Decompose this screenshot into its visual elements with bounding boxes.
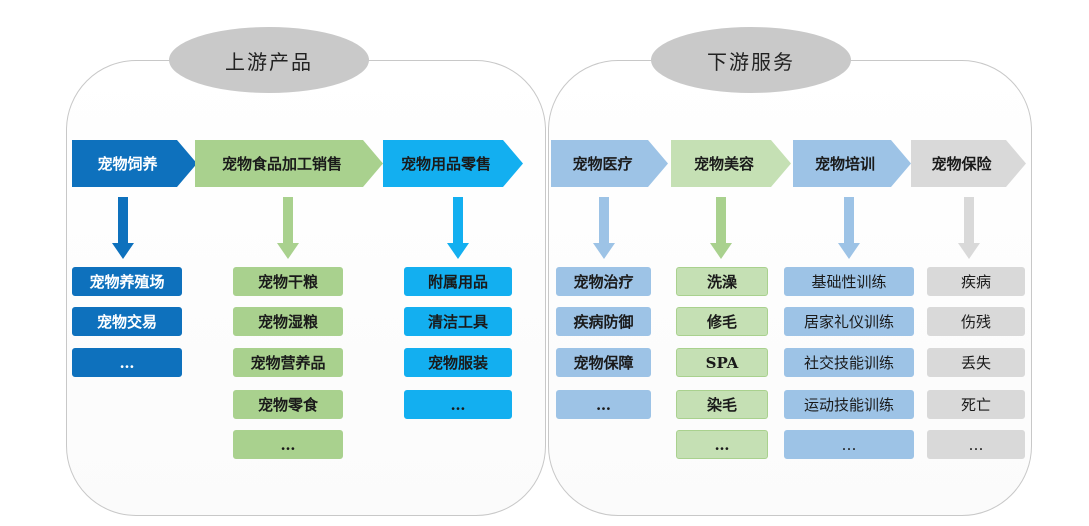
column-2-item: 宠物干粮	[233, 267, 343, 296]
column-5-item: 洗澡	[676, 267, 768, 296]
down-arrow-icon	[112, 197, 134, 259]
down-arrow-icon	[838, 197, 860, 259]
column-1-item: 宠物养殖场	[72, 267, 182, 296]
column-5-item: 修毛	[676, 307, 768, 336]
column-6-item: 社交技能训练	[784, 348, 914, 377]
column-5-item: 染毛	[676, 390, 768, 419]
column-header-5: 宠物美容	[671, 140, 791, 187]
column-header-4: 宠物医疗	[551, 140, 668, 187]
column-header-1: 宠物饲养	[72, 140, 197, 187]
column-7-item: 伤残	[927, 307, 1025, 336]
column-6-item: …	[784, 430, 914, 459]
column-3-item: 清洁工具	[404, 307, 512, 336]
column-2-item: 宠物湿粮	[233, 307, 343, 336]
column-1-item: …	[72, 348, 182, 377]
column-4-item: 宠物治疗	[556, 267, 651, 296]
column-6-item: 居家礼仪训练	[784, 307, 914, 336]
column-4-item: 宠物保障	[556, 348, 651, 377]
column-header-3: 宠物用品零售	[383, 140, 523, 187]
column-1-item: 宠物交易	[72, 307, 182, 336]
column-3-item: …	[404, 390, 512, 419]
column-7-item: 疾病	[927, 267, 1025, 296]
column-3-item: 宠物服装	[404, 348, 512, 377]
column-header-7: 宠物保险	[911, 140, 1026, 187]
column-5-item: SPA	[676, 348, 768, 377]
column-3-item: 附属用品	[404, 267, 512, 296]
column-header-6: 宠物培训	[793, 140, 911, 187]
down-arrow-icon	[277, 197, 299, 259]
column-7-item: 死亡	[927, 390, 1025, 419]
column-2-item: 宠物零食	[233, 390, 343, 419]
column-2-item: …	[233, 430, 343, 459]
down-arrow-icon	[958, 197, 980, 259]
down-arrow-icon	[593, 197, 615, 259]
column-2-item: 宠物营养品	[233, 348, 343, 377]
column-header-2: 宠物食品加工销售	[195, 140, 383, 187]
down-arrow-icon	[447, 197, 469, 259]
column-6-item: 运动技能训练	[784, 390, 914, 419]
column-4-item: 疾病防御	[556, 307, 651, 336]
column-6-item: 基础性训练	[784, 267, 914, 296]
downstream-title: 下游服务	[651, 27, 851, 93]
upstream-title: 上游产品	[169, 27, 369, 93]
column-5-item: …	[676, 430, 768, 459]
down-arrow-icon	[710, 197, 732, 259]
column-7-item: …	[927, 430, 1025, 459]
column-4-item: …	[556, 390, 651, 419]
column-7-item: 丢失	[927, 348, 1025, 377]
